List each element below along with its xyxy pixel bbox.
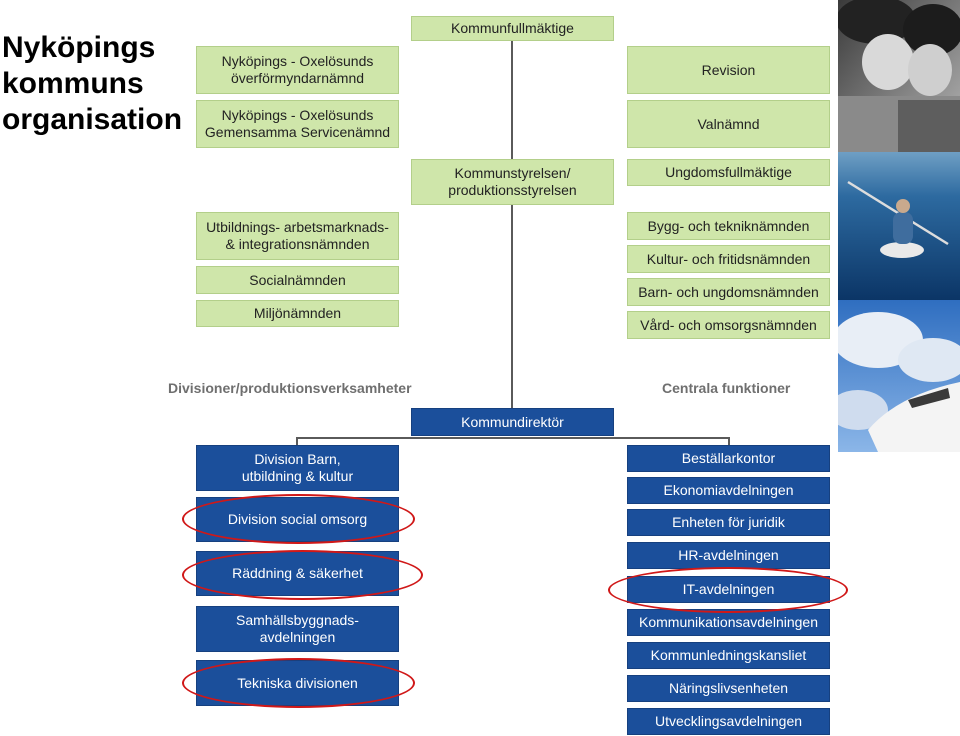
box-label: Nyköpings - Oxelösunds: [221, 107, 374, 123]
photo-children: [838, 0, 960, 152]
box-label: Division Barn,: [254, 451, 341, 467]
box-label: Kommunstyrelsen/: [454, 165, 571, 181]
title-line: organisation: [2, 103, 183, 136]
box-label: Kommunfullmäktige: [451, 20, 574, 36]
kultur-fritidsnamnden-box: Kultur- och fritidsnämnden: [627, 245, 830, 273]
bygg-tekniknamnden-box: Bygg- och tekniknämnden: [627, 212, 830, 240]
box-label: Enheten för juridik: [672, 514, 785, 530]
connector-right-branch: [511, 437, 730, 439]
kommunfullmaktige-box: Kommunfullmäktige: [411, 16, 614, 41]
photo-airplane: [838, 300, 960, 452]
box-label: Miljönämnden: [253, 305, 342, 321]
highlight-ellipse-raddning: [182, 550, 423, 600]
title-line: kommuns: [2, 67, 144, 100]
highlight-ellipse-social: [182, 494, 415, 544]
connector-trunk: [511, 40, 513, 408]
utvecklingsavdelningen-box: Utvecklingsavdelningen: [627, 708, 830, 735]
box-label: Socialnämnden: [249, 271, 346, 288]
highlight-ellipse-teknisk: [182, 658, 415, 708]
box-label: Barn- och ungdomsnämnden: [638, 283, 819, 300]
divisions-label: Divisioner/produktionsverksamheter: [168, 380, 412, 396]
hr-avdelningen-box: HR-avdelningen: [627, 542, 830, 569]
miljonamnden-box: Miljönämnden: [196, 300, 399, 327]
box-label: Utbildnings- arbetsmarknads-: [206, 219, 389, 235]
box-label: Revision: [701, 61, 756, 78]
overformyndarnamnd-box: Nyköpings - Oxelösunds överförmyndarnämn…: [196, 46, 399, 94]
box-label: avdelningen: [259, 629, 336, 645]
connector-left-branch: [296, 437, 513, 439]
ekonomiavdelningen-box: Ekonomiavdelningen: [627, 477, 830, 504]
title-line: Nyköpings: [2, 31, 156, 64]
box-label: Gemensamma Servicenämnd: [204, 124, 391, 140]
kommunikationsavdelningen-box: Kommunikationsavdelningen: [627, 609, 830, 636]
samhallsbyggnad-box: Samhällsbyggnads- avdelningen: [196, 606, 399, 652]
barn-ungdomsnamnden-box: Barn- och ungdomsnämnden: [627, 278, 830, 306]
servicenamnd-box: Nyköpings - Oxelösunds Gemensamma Servic…: [196, 100, 399, 148]
kommunledningskansliet-box: Kommunledningskansliet: [627, 642, 830, 669]
vard-omsorgsnamnden-box: Vård- och omsorgsnämnden: [627, 311, 830, 339]
division-barn-box: Division Barn, utbildning & kultur: [196, 445, 399, 491]
kommunstyrelsen-box: Kommunstyrelsen/ produktionsstyrelsen: [411, 159, 614, 205]
box-label: Kommunledningskansliet: [650, 647, 807, 663]
juridik-box: Enheten för juridik: [627, 509, 830, 536]
box-label: Ekonomiavdelningen: [663, 482, 794, 498]
central-functions-label: Centrala funktioner: [662, 380, 791, 396]
utbildningsnamnden-box: Utbildnings- arbetsmarknads- & integrati…: [196, 212, 399, 260]
box-label: Vård- och omsorgsnämnden: [640, 316, 817, 333]
box-label: HR-avdelningen: [678, 547, 779, 563]
box-label: utbildning & kultur: [241, 468, 354, 484]
valnamnd-box: Valnämnd: [627, 100, 830, 148]
box-label: Utvecklingsavdelningen: [654, 713, 803, 729]
box-label: Kommunikationsavdelningen: [639, 614, 818, 630]
box-label: Bygg- och tekniknämnden: [647, 217, 810, 234]
box-label: & integrationsnämnden: [225, 236, 370, 252]
naringslivsenheten-box: Näringslivsenheten: [627, 675, 830, 702]
box-label: Nyköpings - Oxelösunds: [221, 53, 374, 69]
revision-box: Revision: [627, 46, 830, 94]
kommundirektor-box: Kommundirektör: [411, 408, 614, 436]
page-title: Nyköpings kommuns organisation: [2, 30, 202, 138]
connector-left-drop: [296, 437, 298, 445]
socialnamnden-box: Socialnämnden: [196, 266, 399, 294]
box-label: Ungdomsfullmäktige: [665, 164, 792, 180]
highlight-ellipse-it: [608, 567, 848, 613]
bestallarkontor-box: Beställarkontor: [627, 445, 830, 472]
photo-kayak: [838, 152, 960, 300]
box-label: Näringslivsenheten: [668, 680, 789, 696]
box-label: Valnämnd: [697, 115, 760, 132]
connector-right-drop: [728, 437, 730, 445]
ungdomsfullmaktige-box: Ungdomsfullmäktige: [627, 159, 830, 186]
box-label: produktionsstyrelsen: [448, 182, 577, 198]
box-label: Kommundirektör: [461, 413, 564, 430]
box-label: Kultur- och fritidsnämnden: [646, 250, 811, 267]
box-label: Samhällsbyggnads-: [236, 612, 359, 628]
box-label: överförmyndarnämnd: [230, 70, 365, 86]
box-label: Beställarkontor: [681, 450, 776, 466]
